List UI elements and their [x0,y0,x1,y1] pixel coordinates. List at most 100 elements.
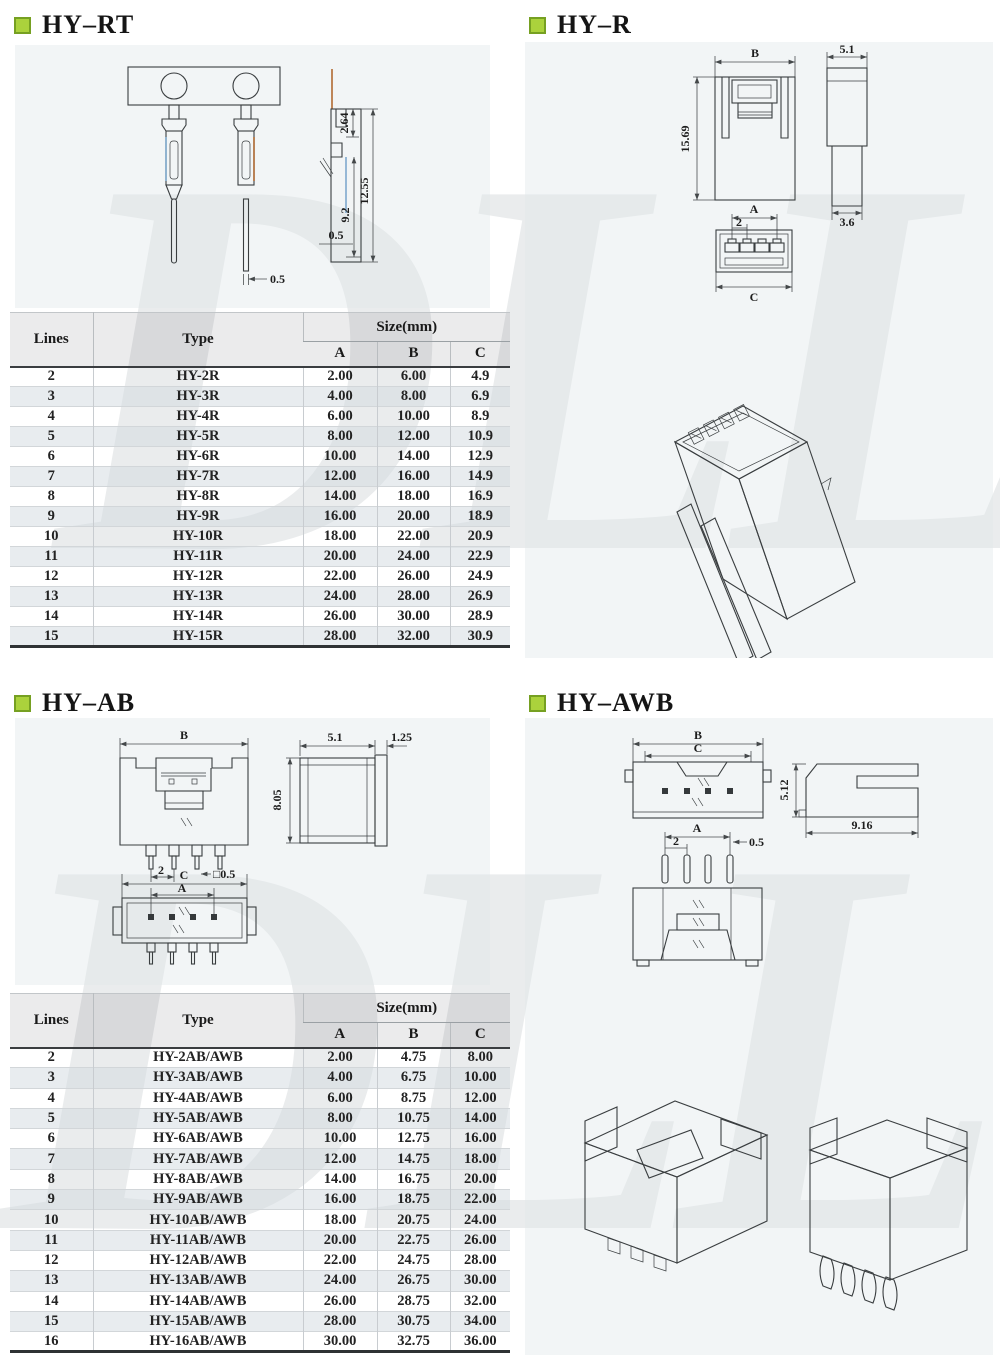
col-header-a: A [303,1022,377,1048]
hy-awb-technical-drawing: B C 5.12 [583,728,969,1311]
dim-label-pitch: 2 [736,215,742,229]
col-header-lines: Lines [10,993,93,1048]
dim-label-slot: 2.64 [337,113,351,134]
dim-label-c: C [180,868,189,882]
dim-label-depth: 9.16 [852,818,873,832]
hy-rt-technical-drawing: 0.5 2.64 9.2 12.55 0.5 [127,66,378,286]
green-square-bullet-icon [14,694,31,712]
dim-label-b: B [751,46,759,60]
terminal-pin-side-view: 2.64 9.2 12.55 0.5 [319,69,378,263]
section-title-hy-ab: HY–AB [42,688,136,717]
smt-header-bottom-view: A 2 0.5 [632,821,764,967]
dim-label-b: B [694,728,702,742]
section-hy-awb: HY–AWB B C [525,686,993,1360]
dim-label-height: 5.12 [777,780,791,801]
section-hy-r: HY–R B 15.69 [525,8,993,684]
dim-label-overall: 12.55 [357,178,371,205]
header-front-view: B 2 □0.5 [119,728,249,882]
housing-side-view: 5.1 3.6 [826,42,868,229]
col-header-size: Size(mm) [302,312,510,342]
section-header-hy-awb: HY–AWB [529,688,674,718]
col-header-c: C [449,341,510,367]
header-side-view: 5.1 1.25 8.05 [270,730,412,847]
dim-label-pitch: 2 [158,863,164,877]
section-hy-ab: HY–AB B [10,686,510,1360]
section-title-hy-r: HY–R [557,10,632,39]
green-square-bullet-icon [529,694,546,712]
terminal-pin-front-view-1 [161,104,187,264]
hy-ab-drawing-panel: B 2 □0.5 [15,718,490,985]
dim-label-a: A [693,821,702,835]
col-header-size: Size(mm) [302,993,510,1023]
section-hy-rt: HY–RT [10,8,510,684]
hy-awb-3d-view [808,1117,969,1311]
housing-3d-view [673,404,856,658]
dim-label-height: 8.05 [270,790,284,811]
dim-label-pin-width: 0.5 [749,835,764,849]
housing-front-view: B 15.69 [678,46,796,201]
green-square-bullet-icon [14,16,31,34]
smt-header-top-view: B C [624,728,772,819]
dim-label-tab: 1.25 [391,730,412,744]
col-header-b: B [376,1022,450,1048]
terminal-pin-front-view-2: 0.5 [233,104,285,286]
section-header-hy-ab: HY–AB [14,688,135,718]
dim-label-a: A [750,202,759,216]
hy-ab-3d-view [583,1100,769,1272]
dim-label-stem: 3.6 [840,215,855,229]
terminal-carrier-strip [127,66,281,106]
dim-label-pin-square: □0.5 [213,867,235,881]
dim-label-body: 9.2 [338,208,352,223]
col-header-lines: Lines [10,312,93,367]
dim-label-c: C [750,290,759,304]
header-bottom-view: C A [112,868,257,965]
dim-label-tip-width: 0.5 [270,272,285,286]
col-header-c: C [449,1022,510,1048]
hy-r-drawing-panel: B 15.69 5.1 [525,42,993,658]
dim-label-b: B [180,728,188,742]
dim-label-c: C [694,741,703,755]
col-header-b: B [376,341,450,367]
green-square-bullet-icon [529,16,546,34]
hy-r-technical-drawing: B 15.69 5.1 [673,42,868,658]
dim-label-step: 0.5 [329,228,344,242]
section-title-hy-rt: HY–RT [42,10,135,39]
dim-label-side-width: 5.1 [328,730,343,744]
section-header-hy-r: HY–R [529,10,632,40]
dim-label-a: A [178,881,187,895]
dim-label-side-width: 5.1 [840,42,855,56]
section-title-hy-awb: HY–AWB [557,688,675,717]
dim-label-height: 15.69 [678,126,692,153]
col-header-a: A [303,341,377,367]
hy-ab-technical-drawing: B 2 □0.5 [112,728,412,965]
col-header-type: Type [92,993,303,1048]
